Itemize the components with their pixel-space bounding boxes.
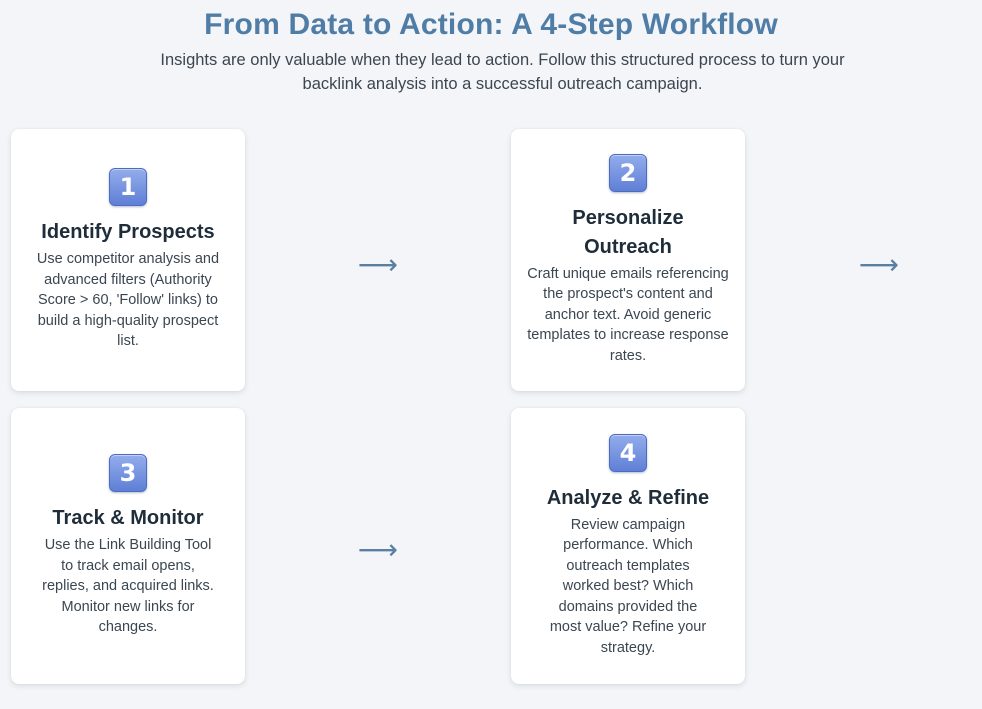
keycap-three-icon: 3 <box>109 454 147 493</box>
arrow-right-icon: ⟶ <box>357 534 399 565</box>
step-card-1: 1 Identify Prospects Use competitor anal… <box>11 129 245 391</box>
keycap-two-icon: 2 <box>609 153 647 192</box>
keycap-one-icon: 1 <box>109 168 147 207</box>
step-description: Use competitor analysis and advanced fil… <box>36 251 220 350</box>
step-description: Review campaign performance. Which outre… <box>549 516 707 656</box>
page-subtitle: Insights are only valuable when they lea… <box>160 51 845 93</box>
keycap-four-icon: 4 <box>609 433 647 472</box>
step-description: Craft unique emails referencing the pros… <box>527 265 729 364</box>
step-title: Identify Prospects <box>41 221 215 244</box>
step-card-4: 4 Analyze & Refine Review campaign perfo… <box>511 408 745 684</box>
page-title: From Data to Action: A 4-Step Workflow <box>204 8 778 41</box>
step-card-2: 2 Personalize Outreach Craft unique emai… <box>511 129 745 391</box>
step-title: Analyze & Refine <box>546 486 710 509</box>
step-description: Use the Link Building Tool to track emai… <box>42 537 214 636</box>
arrow-right-icon: ⟶ <box>858 249 900 280</box>
step-title: Personalize Outreach <box>572 206 684 258</box>
step-card-3: 3 Track & Monitor Use the Link Building … <box>11 408 245 684</box>
step-title: Track & Monitor <box>52 507 204 530</box>
arrow-right-icon: ⟶ <box>357 249 399 280</box>
